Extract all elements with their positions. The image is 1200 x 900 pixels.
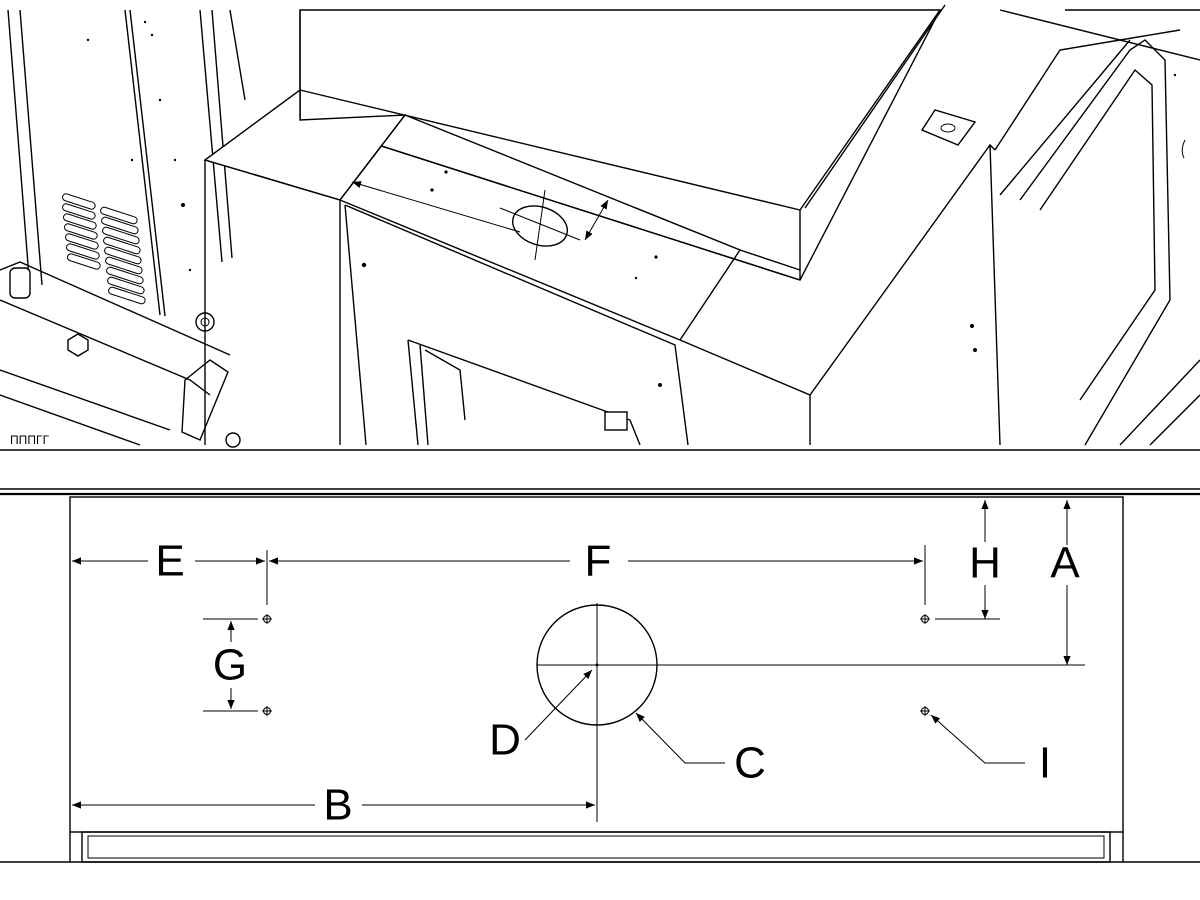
dimension-label-f: F [585, 537, 612, 586]
dimension-label-a: A [1050, 539, 1080, 588]
machine-plate-text: ΠΠΠΓΓ [10, 433, 50, 447]
hole-marker-icon [920, 706, 930, 716]
vent-slots [62, 193, 146, 305]
hole-marker-icon [262, 706, 272, 716]
hole-marker-icon [920, 614, 930, 624]
dimension-label-e: E [155, 537, 184, 586]
isometric-view: ΠΠΠΓΓ [0, 4, 1200, 451]
hole-marker-icon [262, 614, 272, 624]
dimension-label-g: G [213, 641, 247, 690]
callout-label-d: D [489, 716, 521, 765]
dimension-label-b: B [323, 781, 352, 830]
center-cabinet [203, 4, 1200, 446]
callout-label-i: I [1039, 739, 1051, 788]
callout-label-c: C [734, 739, 766, 788]
dimension-label-h: H [969, 539, 1001, 588]
dimensioned-plan: A H E F G B D C I [0, 488, 1200, 863]
left-machine: ΠΠΠΓΓ [0, 9, 246, 448]
